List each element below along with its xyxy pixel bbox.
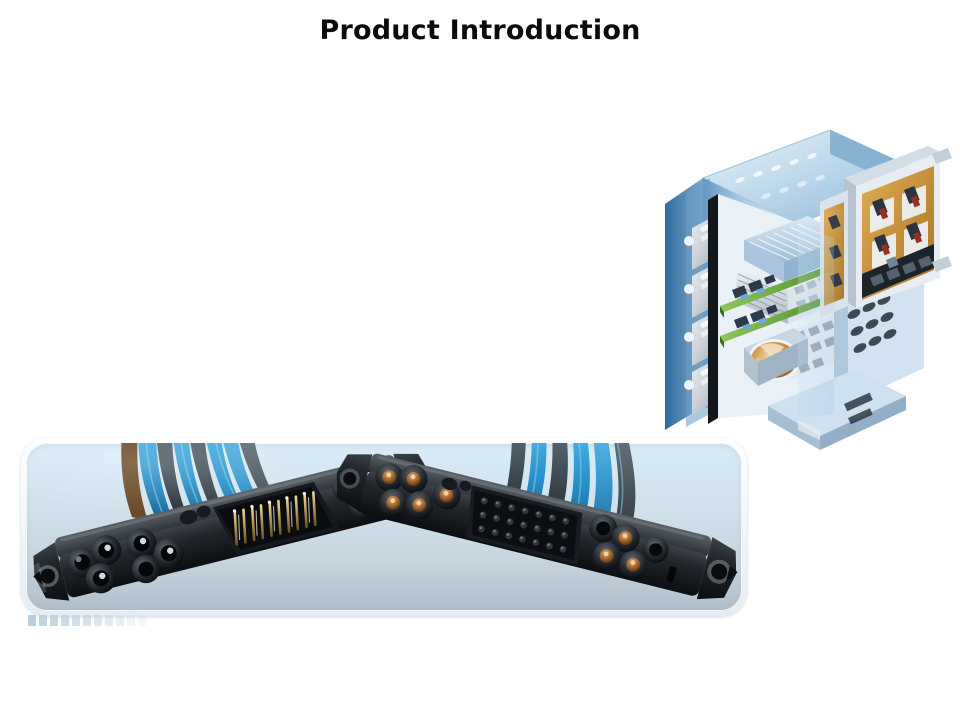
dot-strip-cell <box>83 615 91 626</box>
chassis-glass-pane <box>798 224 834 418</box>
chassis-illustration <box>648 118 960 453</box>
socket-cluster-right-a <box>375 463 461 520</box>
guide-fork-right <box>696 537 738 600</box>
guide-fork-left-right-connector <box>336 454 373 511</box>
guide-fork-left <box>27 542 70 601</box>
dot-strip-cell <box>39 615 47 626</box>
dot-strip-cell <box>138 615 146 626</box>
keying-slot <box>666 566 677 583</box>
socket-cluster-right-b <box>589 514 669 579</box>
card-ejector-handle <box>932 148 952 272</box>
chassis-dark-rail <box>708 194 718 424</box>
dot-strip-cell <box>105 615 113 626</box>
pcb-components-blue <box>740 287 768 331</box>
panel-sheen <box>26 443 336 513</box>
dot-strip-cell <box>116 615 124 626</box>
dot-strip-cell <box>127 615 135 626</box>
chassis-base <box>768 370 906 450</box>
chassis-vent-holes <box>847 295 897 353</box>
dot-strip-cell <box>72 615 80 626</box>
dot-strip <box>28 615 146 626</box>
connector-right-female <box>336 443 738 600</box>
connector-photo-inner <box>26 443 742 611</box>
dot-strip-cell <box>94 615 102 626</box>
cooling-fan <box>744 328 808 386</box>
dot-strip-cell <box>50 615 58 626</box>
body-bosses-right <box>441 477 472 491</box>
page-title: Product Introduction <box>319 15 641 46</box>
coax-cluster-left-a <box>67 528 184 594</box>
dot-strip-cell <box>61 615 69 626</box>
socket-grid-block <box>466 485 583 566</box>
dot-strip-cell <box>28 615 36 626</box>
connector-photo-panel <box>21 438 747 616</box>
connector-body-right <box>336 453 738 600</box>
